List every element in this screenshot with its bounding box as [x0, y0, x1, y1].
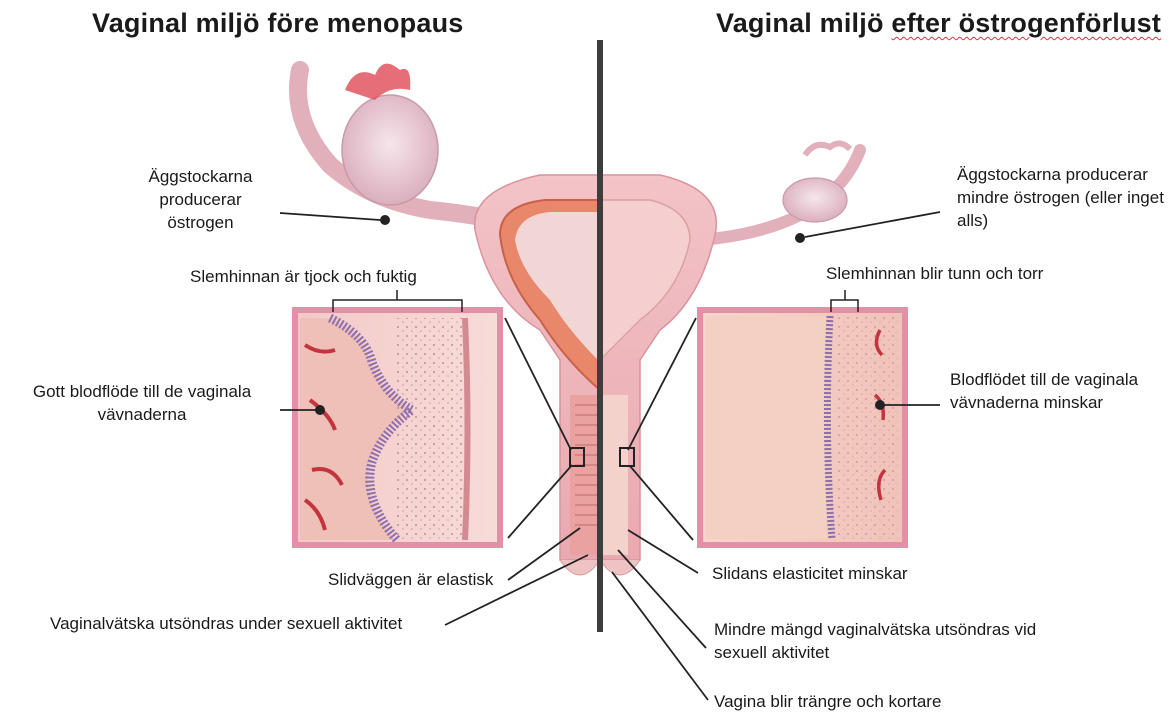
title-right-part2: efter östrogenförlust [891, 8, 1161, 38]
title-right-part1: Vaginal miljö [716, 8, 891, 38]
title-right: Vaginal miljö efter östrogenförlust [716, 8, 1161, 39]
label-right-ovaries: Äggstockarna producerar mindre östrogen … [957, 163, 1167, 232]
uterus [475, 175, 717, 575]
label-right-blood-flow: Blodflödet till de vaginala vävnaderna m… [950, 368, 1165, 414]
label-left-wall: Slidväggen är elastisk [328, 568, 493, 591]
label-right-elasticity: Slidans elasticitet minskar [712, 562, 908, 585]
left-blood-dot [315, 405, 325, 415]
label-left-mucosa: Slemhinnan är tjock och fuktig [190, 265, 417, 288]
left-ovary-dot [380, 215, 390, 225]
label-right-fluid: Mindre mängd vaginalvätska utsöndras vid… [714, 618, 1064, 664]
label-right-mucosa: Slemhinnan blir tunn och torr [826, 262, 1043, 285]
right-blood-dot [875, 400, 885, 410]
label-left-blood-flow: Gott blodflöde till de vaginala vävnader… [12, 380, 272, 426]
title-left: Vaginal miljö före menopaus [92, 8, 463, 39]
left-tissue-inset [295, 310, 500, 545]
label-left-ovaries: Äggstockarna producerar östrogen [128, 165, 273, 234]
right-ovary-dot [795, 233, 805, 243]
right-tissue-inset [700, 310, 905, 545]
right-ovary-and-tube [700, 143, 860, 240]
label-left-fluid: Vaginalvätska utsöndras under sexuell ak… [50, 612, 402, 635]
label-right-vagina: Vagina blir trängre och kortare [714, 690, 941, 713]
